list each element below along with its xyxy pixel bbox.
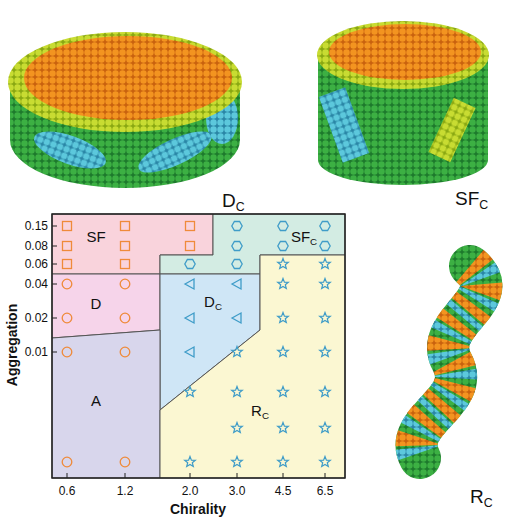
cylinder-aggregate	[317, 21, 489, 185]
label-holder: 2.0	[182, 485, 199, 497]
label-holder: Chirality	[170, 502, 226, 516]
region-name: D	[204, 293, 215, 310]
region-subscript: C	[262, 410, 269, 421]
plot-frame	[52, 214, 345, 478]
region-label: SFC	[291, 229, 317, 244]
aggregate-name: D	[222, 190, 236, 211]
subscript: C	[484, 496, 493, 510]
region-shape	[160, 255, 345, 478]
region-shape	[52, 274, 160, 338]
y-tick: 0.02	[25, 311, 48, 325]
region-outline	[52, 274, 160, 338]
d-region: D	[52, 274, 160, 338]
helix-band	[417, 266, 482, 458]
cylinder-strand	[428, 98, 475, 163]
label-holder: 0.08	[25, 240, 48, 252]
label-holder: Aggregation	[5, 304, 19, 386]
cylinder-rim	[317, 21, 489, 89]
helix-band	[417, 266, 482, 458]
label-holder: DC	[222, 191, 245, 210]
disk-patch	[30, 124, 111, 176]
x-tick: 1.2	[117, 484, 134, 498]
region-label: RC	[251, 403, 269, 418]
x-tick: 0.6	[59, 484, 76, 498]
label-holder: 3.0	[229, 485, 246, 497]
a-region: A	[52, 330, 160, 478]
y-tick: 0.06	[25, 257, 48, 271]
label-holder: 0.6	[59, 485, 76, 497]
region-outline	[160, 255, 345, 478]
label-holder: 1.2	[117, 485, 134, 497]
axis-title: Aggregation	[4, 304, 20, 386]
label-holder: 0.02	[25, 312, 48, 324]
y-tick: 0.01	[25, 345, 48, 359]
label-holder: 0.06	[25, 258, 48, 270]
x-tick: 3.0	[229, 484, 246, 498]
region-label: SF	[86, 229, 105, 244]
region-name: SF	[86, 228, 105, 245]
rc-region: RC	[160, 255, 345, 478]
y-tick: 0.15	[25, 219, 48, 233]
label-holder: 0.01	[25, 346, 48, 358]
region-label: D	[91, 296, 102, 311]
disk-top	[24, 36, 232, 120]
region-name: A	[91, 392, 101, 409]
cylinder-top	[329, 24, 481, 80]
label-holder: 6.5	[317, 485, 334, 497]
y-tick: 0.08	[25, 239, 48, 253]
region-label: A	[91, 393, 101, 408]
y-tick: 0.04	[25, 277, 48, 291]
disk-aggregate	[8, 32, 242, 188]
x-tick: 6.5	[317, 484, 334, 498]
label-holder: 0.15	[25, 220, 48, 232]
x-tick: 4.5	[275, 484, 292, 498]
aggregate-name: R	[470, 486, 484, 507]
label-holder: SFC	[455, 189, 488, 208]
region-name: SF	[291, 228, 310, 245]
disk-rim	[8, 32, 242, 132]
label-holder: 4.5	[275, 485, 292, 497]
cylinder-strand	[319, 87, 369, 162]
region-subscript: C	[215, 301, 222, 312]
helix-body	[417, 266, 482, 458]
label-holder: 0.04	[25, 278, 48, 290]
region-label: DC	[204, 294, 222, 309]
subscript: C	[479, 198, 488, 212]
region-subscript: C	[310, 236, 317, 247]
aggregate-name: SF	[455, 188, 479, 209]
x-tick: 2.0	[182, 484, 199, 498]
label-holder: RC	[470, 487, 493, 506]
region-outline	[52, 330, 160, 478]
disk-patch	[133, 123, 216, 180]
region-name: D	[91, 295, 102, 312]
subscript: C	[236, 200, 245, 214]
region-shape	[52, 330, 160, 478]
axis-title: Chirality	[170, 501, 226, 517]
region-name: R	[251, 402, 262, 419]
helix-aggregate	[417, 266, 482, 458]
